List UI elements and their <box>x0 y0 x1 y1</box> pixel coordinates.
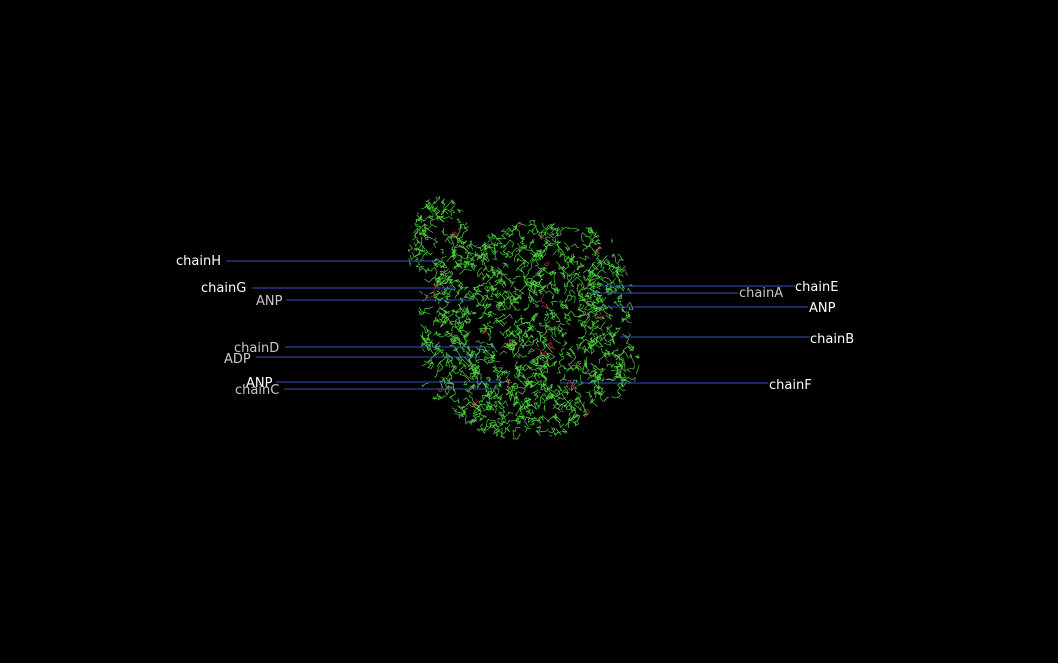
label-anp-left-upper: ANP <box>256 294 283 309</box>
label-chainF: chainF <box>769 378 812 393</box>
label-chainD: chainD <box>234 341 280 356</box>
label-chainA: chainA <box>739 286 784 301</box>
label-chainG: chainG <box>201 281 247 296</box>
label-anp-right: ANP <box>809 301 836 316</box>
protein-backbone-wireframe <box>408 196 640 440</box>
label-anp-left-lower: ANP <box>246 376 273 391</box>
label-adp: ADP <box>224 352 251 367</box>
label-leader-lines <box>226 260 810 390</box>
label-chainH: chainH <box>176 254 221 269</box>
label-chainB: chainB <box>810 332 855 347</box>
label-chainC: chainC <box>235 383 280 398</box>
protein-structure-wireframe <box>408 196 640 440</box>
label-chainE: chainE <box>795 280 839 295</box>
